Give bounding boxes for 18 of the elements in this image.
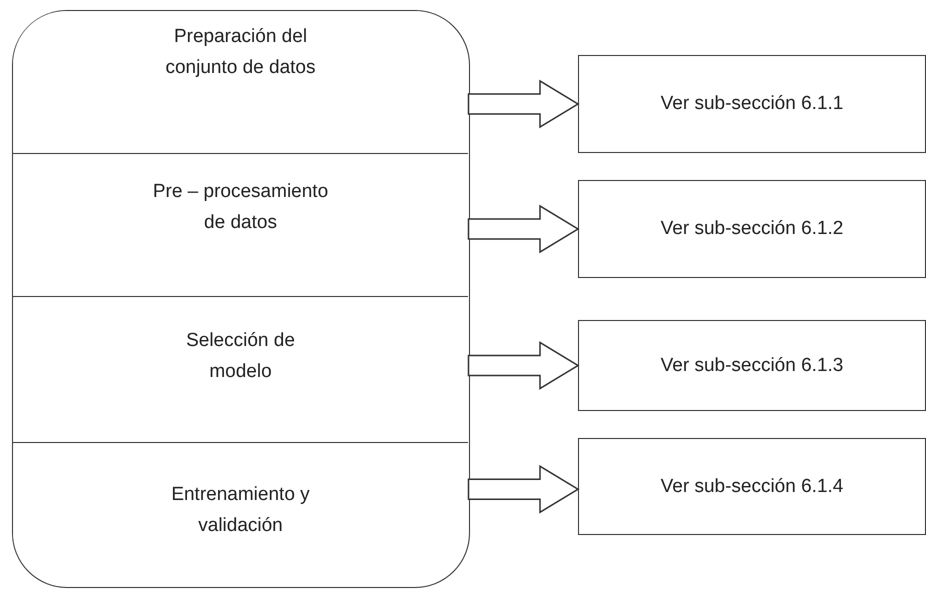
stage-label: Preparación del conjunto de datos	[164, 25, 316, 80]
reference-box	[578, 438, 926, 535]
rounded-container	[12, 10, 470, 588]
reference-text: Ver sub-sección 6.1.1	[660, 93, 844, 115]
reference-box	[578, 180, 926, 278]
reference-box	[578, 320, 926, 411]
block-arrow	[468, 341, 580, 390]
reference-text: Ver sub-sección 6.1.2	[660, 218, 844, 240]
block-arrow	[468, 464, 580, 514]
block-arrow	[468, 80, 580, 128]
stage-label: Selección de modelo	[185, 329, 296, 384]
block-arrow	[468, 204, 580, 254]
reference-box	[578, 55, 926, 153]
stage-label: Pre – procesamiento de datos	[152, 180, 330, 235]
stage-label: Entrenamiento y validación	[170, 483, 311, 538]
stage-band	[13, 11, 468, 154]
reference-text: Ver sub-sección 6.1.3	[660, 354, 844, 376]
reference-text: Ver sub-sección 6.1.4	[660, 476, 844, 498]
